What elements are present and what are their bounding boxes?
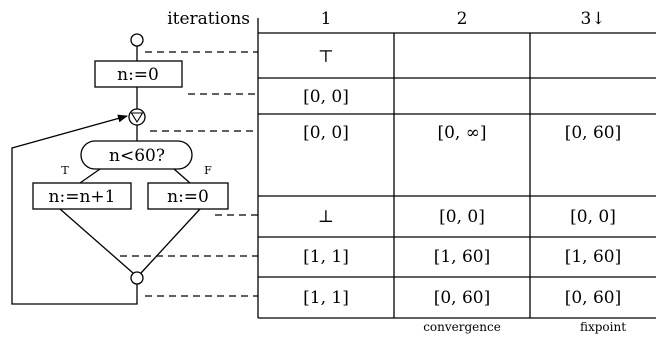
merge-node xyxy=(130,271,144,285)
false-edge xyxy=(173,168,191,184)
true-branch-label: T xyxy=(61,164,69,177)
iterations-header-label: iterations xyxy=(167,9,250,29)
reset-box xyxy=(147,182,229,210)
condition-box xyxy=(80,140,193,170)
increment-box xyxy=(32,182,132,210)
merge-edge-right xyxy=(140,208,201,274)
program-point-connectors xyxy=(120,51,258,297)
cell-r3-c0: ⊥ xyxy=(318,207,334,227)
convergence-note: convergence xyxy=(423,320,501,334)
init-assignment-box xyxy=(94,60,183,88)
cell-r2-c0: [0, 0] xyxy=(303,123,349,143)
iteration-table-grid xyxy=(257,18,656,319)
true-edge xyxy=(79,168,101,184)
column-header-2: 2 xyxy=(457,9,468,29)
cell-r4-c0: [1, 1] xyxy=(303,247,349,267)
loop-back-edge xyxy=(11,114,138,305)
increment-label: n:=n+1 xyxy=(49,187,116,207)
cell-r1-c0: [0, 0] xyxy=(303,87,349,107)
init-assignment-label: n:=0 xyxy=(117,65,159,85)
cell-r5-c0: [1, 1] xyxy=(303,288,349,308)
join-triangle-icon xyxy=(130,112,144,124)
entry-node xyxy=(130,33,144,47)
cell-r5-c1: [0, 60] xyxy=(434,288,491,308)
reset-label: n:=0 xyxy=(167,187,209,207)
condition-label: n<60? xyxy=(109,146,165,166)
cell-r4-c1: [1, 60] xyxy=(434,247,491,267)
cell-r3-c2: [0, 0] xyxy=(570,207,616,227)
flowchart: n:=0 n<60? T F n:=n+1 n:=0 xyxy=(11,33,229,305)
merge-edge-left xyxy=(59,208,134,274)
false-branch-label: F xyxy=(204,164,212,177)
cell-r5-c2: [0, 60] xyxy=(565,288,622,308)
cell-r3-c1: [0, 0] xyxy=(439,207,485,227)
fixpoint-note: fixpoint xyxy=(580,320,626,334)
cell-r2-c1: [0, ∞] xyxy=(437,123,486,143)
column-header-1: 1 xyxy=(321,9,332,29)
column-header-3: 3↓ xyxy=(580,9,605,29)
cell-r4-c2: [1, 60] xyxy=(565,247,622,267)
cell-r0-c0: ⊤ xyxy=(318,47,334,67)
cell-r2-c2: [0, 60] xyxy=(565,123,622,143)
